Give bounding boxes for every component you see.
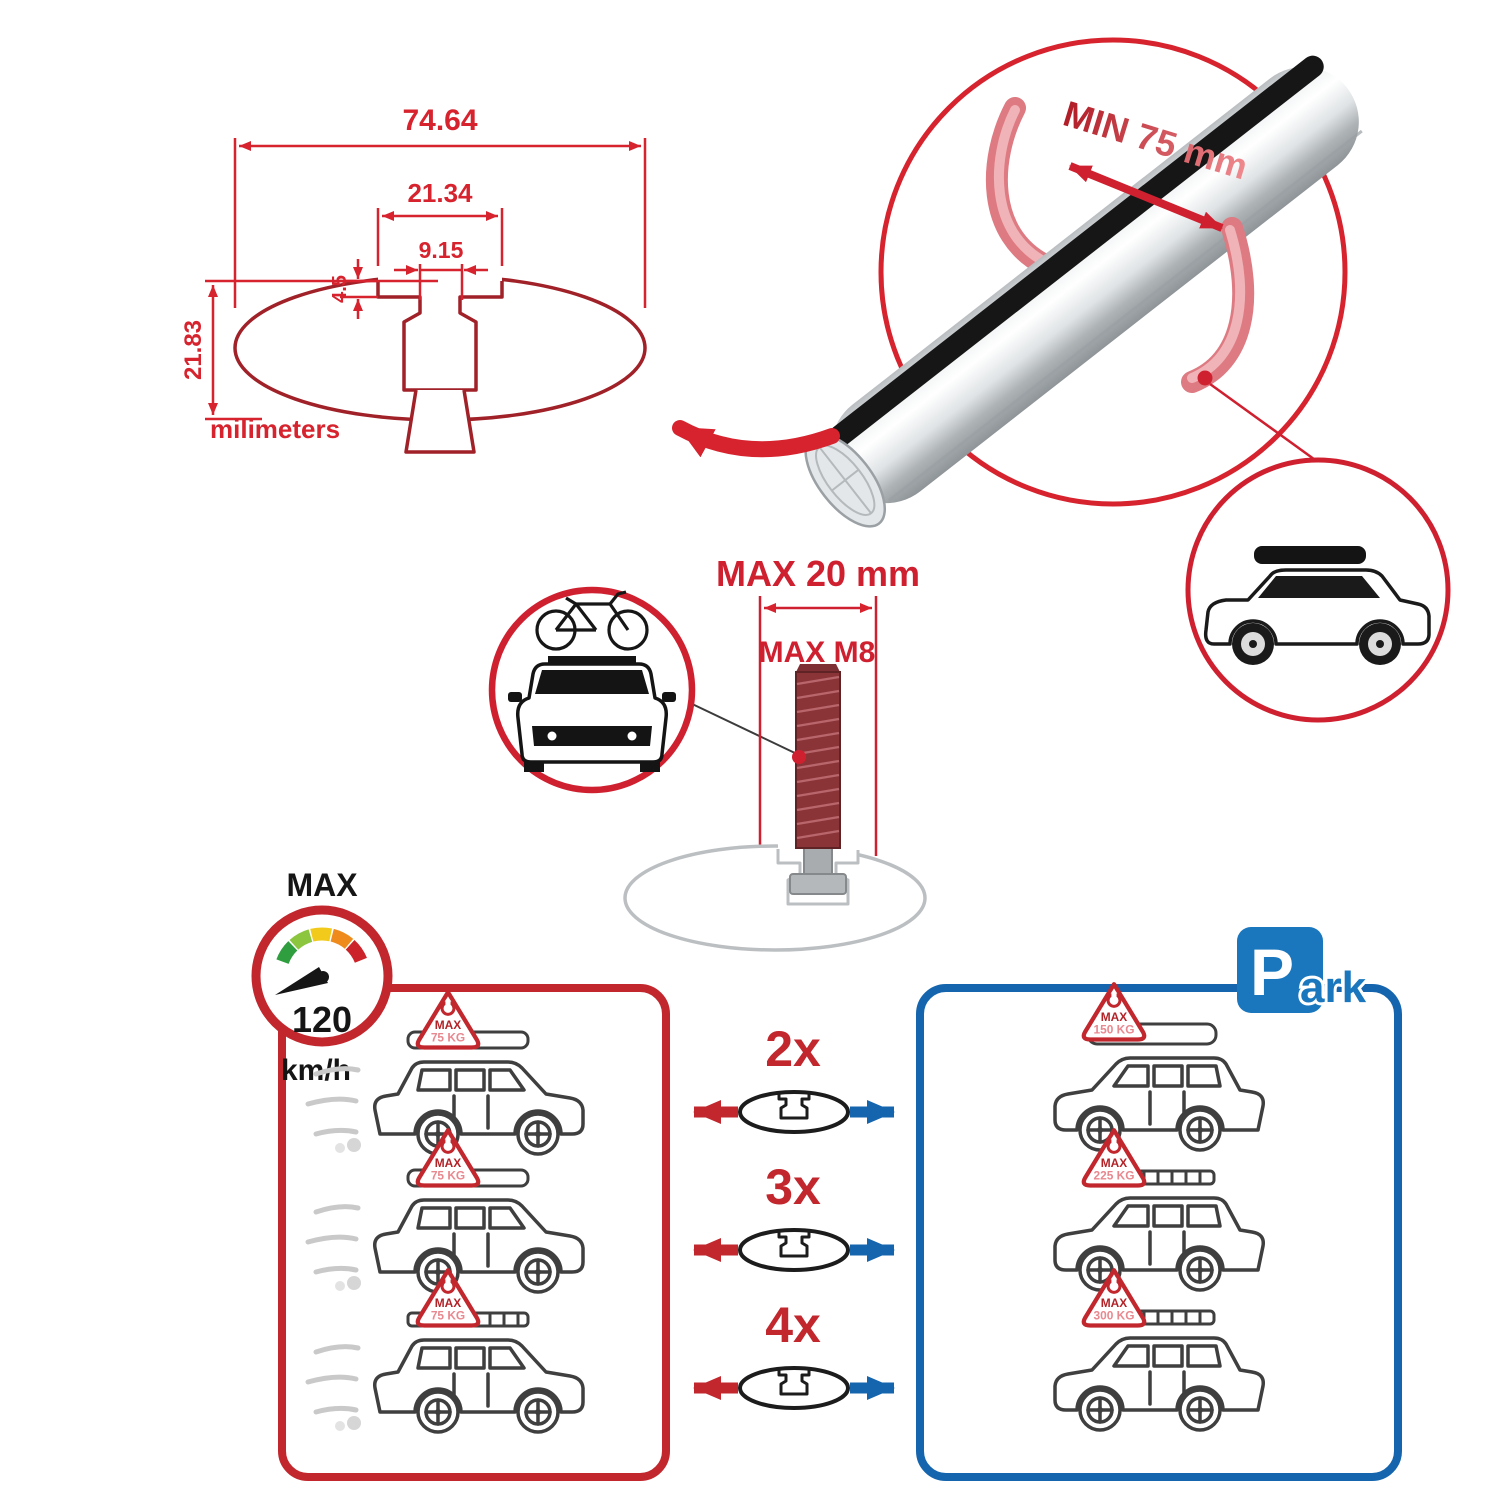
mounting-section: MAX 20 mm MAX M8 bbox=[488, 553, 927, 952]
bolt-dimension-lines bbox=[758, 596, 878, 856]
units-label: milimeters bbox=[210, 414, 340, 444]
suv-with-roofbox-icon bbox=[1203, 546, 1431, 665]
t-bolt bbox=[789, 664, 847, 895]
crossbar-profile-icon bbox=[738, 1090, 850, 1134]
multiplier-row-2: 3x bbox=[693, 1159, 895, 1272]
min-span-arrow bbox=[1068, 162, 1224, 232]
crossbar-profile-icon bbox=[738, 1228, 850, 1272]
load-value: 150 KG bbox=[1094, 1023, 1135, 1037]
load-max-label: MAX bbox=[1101, 1010, 1127, 1024]
load-warning-triangle: MAX 300 KG bbox=[1084, 1270, 1144, 1325]
speed-limit-badge: MAX 120 km/h bbox=[251, 867, 393, 1087]
bicycle-icon bbox=[535, 590, 649, 651]
parked-car-row-1: MAX 150 KG bbox=[1053, 984, 1266, 1152]
crossbar-profile-icon bbox=[738, 1366, 850, 1410]
multiplier-row-1: 2x bbox=[693, 1021, 895, 1134]
roof-box-icon bbox=[1254, 546, 1366, 564]
parked-car-row-2: MAX 225 KG bbox=[1053, 1130, 1266, 1292]
load-value: 75 KG bbox=[431, 1169, 465, 1183]
speed-value: 120 bbox=[292, 999, 352, 1040]
speedometer-needle bbox=[275, 967, 328, 995]
aluminium-crossbar bbox=[804, 55, 1363, 528]
speed-lines bbox=[305, 1344, 361, 1431]
leader-line-bolt bbox=[687, 701, 798, 755]
load-max-label: MAX bbox=[435, 1156, 461, 1170]
multiplier-row-3: 4x bbox=[693, 1297, 895, 1410]
dim-lip-depth: 4.5 bbox=[329, 275, 351, 303]
driving-car-row-3: MAX 75 KG bbox=[305, 1270, 585, 1434]
load-max-label: MAX bbox=[1101, 1156, 1127, 1170]
driving-car-row-1: MAX 75 KG bbox=[305, 992, 585, 1156]
bolt-max-length-label: MAX 20 mm bbox=[716, 553, 920, 594]
dimension-lines bbox=[205, 138, 647, 421]
speed-lines bbox=[305, 1204, 361, 1291]
load-value: 75 KG bbox=[431, 1309, 465, 1323]
dim-channel-inner: 9.15 bbox=[419, 237, 464, 263]
speed-lines bbox=[305, 1066, 361, 1153]
parked-car-row-3: MAX 300 KG bbox=[1053, 1270, 1266, 1432]
rubber-strip bbox=[828, 55, 1324, 448]
load-max-label: MAX bbox=[1101, 1296, 1127, 1310]
measuring-strap-right bbox=[1181, 217, 1255, 393]
multiplier-label: 2x bbox=[765, 1021, 821, 1077]
measuring-strap-left bbox=[985, 97, 1056, 276]
multiplier-label: 4x bbox=[765, 1297, 821, 1353]
park-rest: ark bbox=[1300, 963, 1367, 1012]
load-value: 225 KG bbox=[1094, 1169, 1135, 1183]
load-value: 75 KG bbox=[431, 1031, 465, 1045]
cross-section-drawing: 74.64 21.34 9.15 4.5 21.83 milimeters bbox=[180, 104, 647, 454]
speed-max-label: MAX bbox=[286, 867, 358, 903]
load-warning-triangle: MAX 150 KG bbox=[1084, 984, 1144, 1039]
bolt-anchor-dot bbox=[792, 750, 806, 764]
profile-foot bbox=[404, 389, 476, 454]
bolt-thread-label: MAX M8 bbox=[759, 636, 876, 669]
bar-detail-section: MIN 75 mm bbox=[804, 37, 1451, 723]
leader-line-suv bbox=[1209, 382, 1319, 464]
multiplier-label: 3x bbox=[765, 1159, 821, 1215]
gray-profile bbox=[623, 840, 927, 952]
dim-channel-outer: 21.34 bbox=[407, 178, 473, 208]
car-front-icon bbox=[508, 656, 676, 772]
load-warning-triangle: MAX 225 KG bbox=[1084, 1130, 1144, 1185]
load-max-label: MAX bbox=[435, 1296, 461, 1310]
driving-car-row-2: MAX 75 KG bbox=[305, 1130, 585, 1294]
dim-total-width: 74.64 bbox=[402, 104, 477, 137]
strap-anchor-dot bbox=[1197, 370, 1213, 386]
load-warning-triangle: MAX 75 KG bbox=[418, 1130, 478, 1185]
dim-total-height: 21.83 bbox=[180, 320, 207, 380]
load-value: 300 KG bbox=[1094, 1309, 1135, 1323]
park-sign: P ark bbox=[1237, 927, 1370, 1015]
park-letter: P bbox=[1250, 935, 1294, 1009]
load-max-label: MAX bbox=[435, 1018, 461, 1032]
load-warning-triangle: MAX 75 KG bbox=[418, 992, 478, 1047]
pointer-arrow-to-drawing bbox=[672, 420, 840, 458]
load-warning-triangle: MAX 75 KG bbox=[418, 1270, 478, 1325]
